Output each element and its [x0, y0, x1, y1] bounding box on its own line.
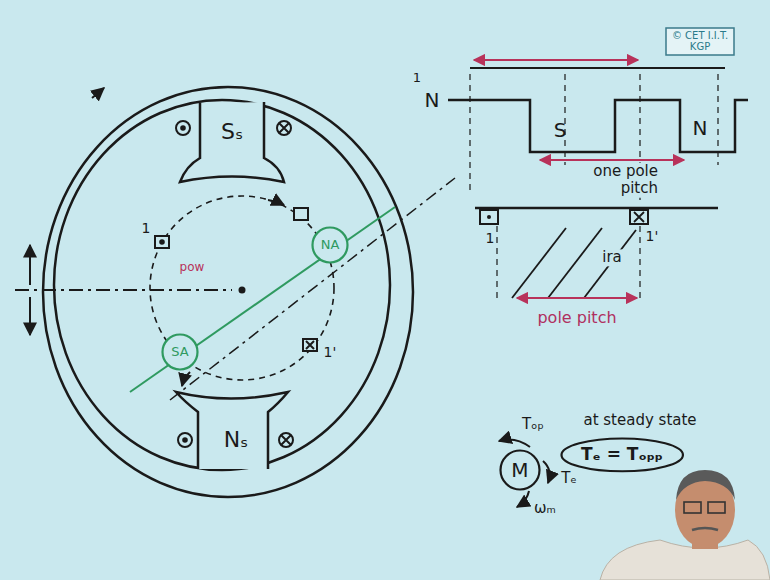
equation-ellipse: Tₑ = Tₒₚₚ: [560, 437, 684, 473]
hatch-line: [584, 230, 636, 298]
pole-name: N: [425, 89, 440, 112]
conductor-cross: [277, 121, 291, 135]
dimension-label: one pole pitch: [570, 163, 660, 198]
rotation-arrow: [268, 200, 284, 205]
guide-line: [639, 226, 640, 300]
slot: [480, 210, 498, 224]
hatch-line: [512, 228, 566, 298]
conductor-dot: [487, 215, 491, 219]
presenter: [600, 470, 770, 580]
pole-name: Nₛ: [224, 427, 249, 452]
guide-line: [469, 74, 470, 195]
brush-axis: [170, 178, 455, 400]
pole-top: [180, 102, 284, 182]
guide-lines: [497, 226, 640, 300]
node-text: SA: [171, 345, 188, 360]
yoke-outer: [43, 87, 413, 497]
pitch-arrow: [517, 297, 637, 299]
speed-arrow: [517, 491, 529, 507]
note: at steady state: [583, 412, 696, 429]
glasses: [684, 502, 701, 513]
conductor-cross: [279, 433, 293, 447]
pole-name: Sₛ: [221, 119, 243, 144]
node-text: M: [511, 459, 528, 482]
pole-name: N: [693, 117, 708, 140]
hair: [676, 470, 735, 500]
conductor-dot: [178, 433, 192, 447]
pole-name: S: [554, 119, 567, 142]
coil-side-number: 1': [324, 344, 337, 360]
guide-line: [496, 226, 497, 300]
armature-pole-circle-shape: [313, 228, 348, 263]
axis-note: pow: [180, 261, 205, 275]
shaft-dot: [239, 287, 246, 294]
glasses: [708, 502, 725, 513]
pitch-arrow: [540, 159, 684, 161]
slot: [294, 208, 308, 220]
field-conductors: [176, 121, 293, 447]
conductor-dot: [160, 240, 164, 244]
conductor-cross: [279, 123, 289, 133]
torque-label: Tₒₚ: [522, 416, 544, 433]
watermark-box-shape: [666, 28, 734, 55]
hatch-line: [548, 228, 602, 298]
conductor-dot: [183, 438, 187, 442]
coil-side-number: 1': [646, 228, 659, 244]
reference-line: [470, 67, 725, 69]
coil-side-number: 1: [486, 230, 495, 246]
conductor-dot: [176, 121, 190, 135]
armature-pole-circle-shape: [163, 335, 198, 370]
rotation-arrow: [182, 372, 190, 386]
slot: [630, 210, 648, 224]
yoke-arrow: [92, 88, 104, 98]
armature-pole-circle: SA: [161, 333, 199, 371]
coil-side-number: 1: [413, 71, 421, 86]
slot: [155, 236, 169, 248]
armature-slots: [155, 208, 317, 351]
node-text: © CET I.I.T. KGP: [669, 30, 731, 53]
conductor-cross: [306, 341, 314, 349]
yoke-inner: [54, 100, 390, 470]
current-label: ira: [600, 249, 624, 266]
armature-surface: [475, 207, 718, 210]
dimension-label: pole pitch: [537, 309, 616, 327]
equation-ellipse-shape: [561, 439, 682, 472]
conductor-cross: [634, 212, 644, 222]
sweater: [600, 540, 770, 580]
moustache: [692, 528, 718, 530]
torque-arrow: [499, 439, 530, 447]
hatching: [512, 228, 636, 298]
motor-circle-shape: [501, 451, 540, 490]
node-text: NA: [321, 238, 340, 253]
speed-label: ωₘ: [534, 500, 556, 517]
armature-circle: [150, 196, 334, 380]
torque-arrow: [543, 461, 550, 483]
field-axis: [15, 289, 232, 291]
pole-bottom: [176, 392, 288, 469]
armature-axis: [130, 207, 395, 392]
node-text: Tₑ = Tₒₚₚ: [581, 445, 663, 465]
axis-arrow: [29, 245, 31, 285]
conductor-cross: [281, 435, 291, 445]
motor-circle: M: [499, 449, 541, 491]
flux-wave: [448, 100, 748, 152]
watermark-box: © CET I.I.T. KGP: [665, 27, 735, 56]
slot: [303, 339, 317, 351]
torque-label: Tₑ: [561, 470, 576, 487]
coil-side-number: 1: [142, 220, 151, 236]
armature-pole-circle: NA: [311, 226, 349, 264]
conductor-dot: [181, 126, 185, 130]
axis-arrow: [29, 297, 31, 335]
pitch-arrow: [474, 59, 638, 61]
